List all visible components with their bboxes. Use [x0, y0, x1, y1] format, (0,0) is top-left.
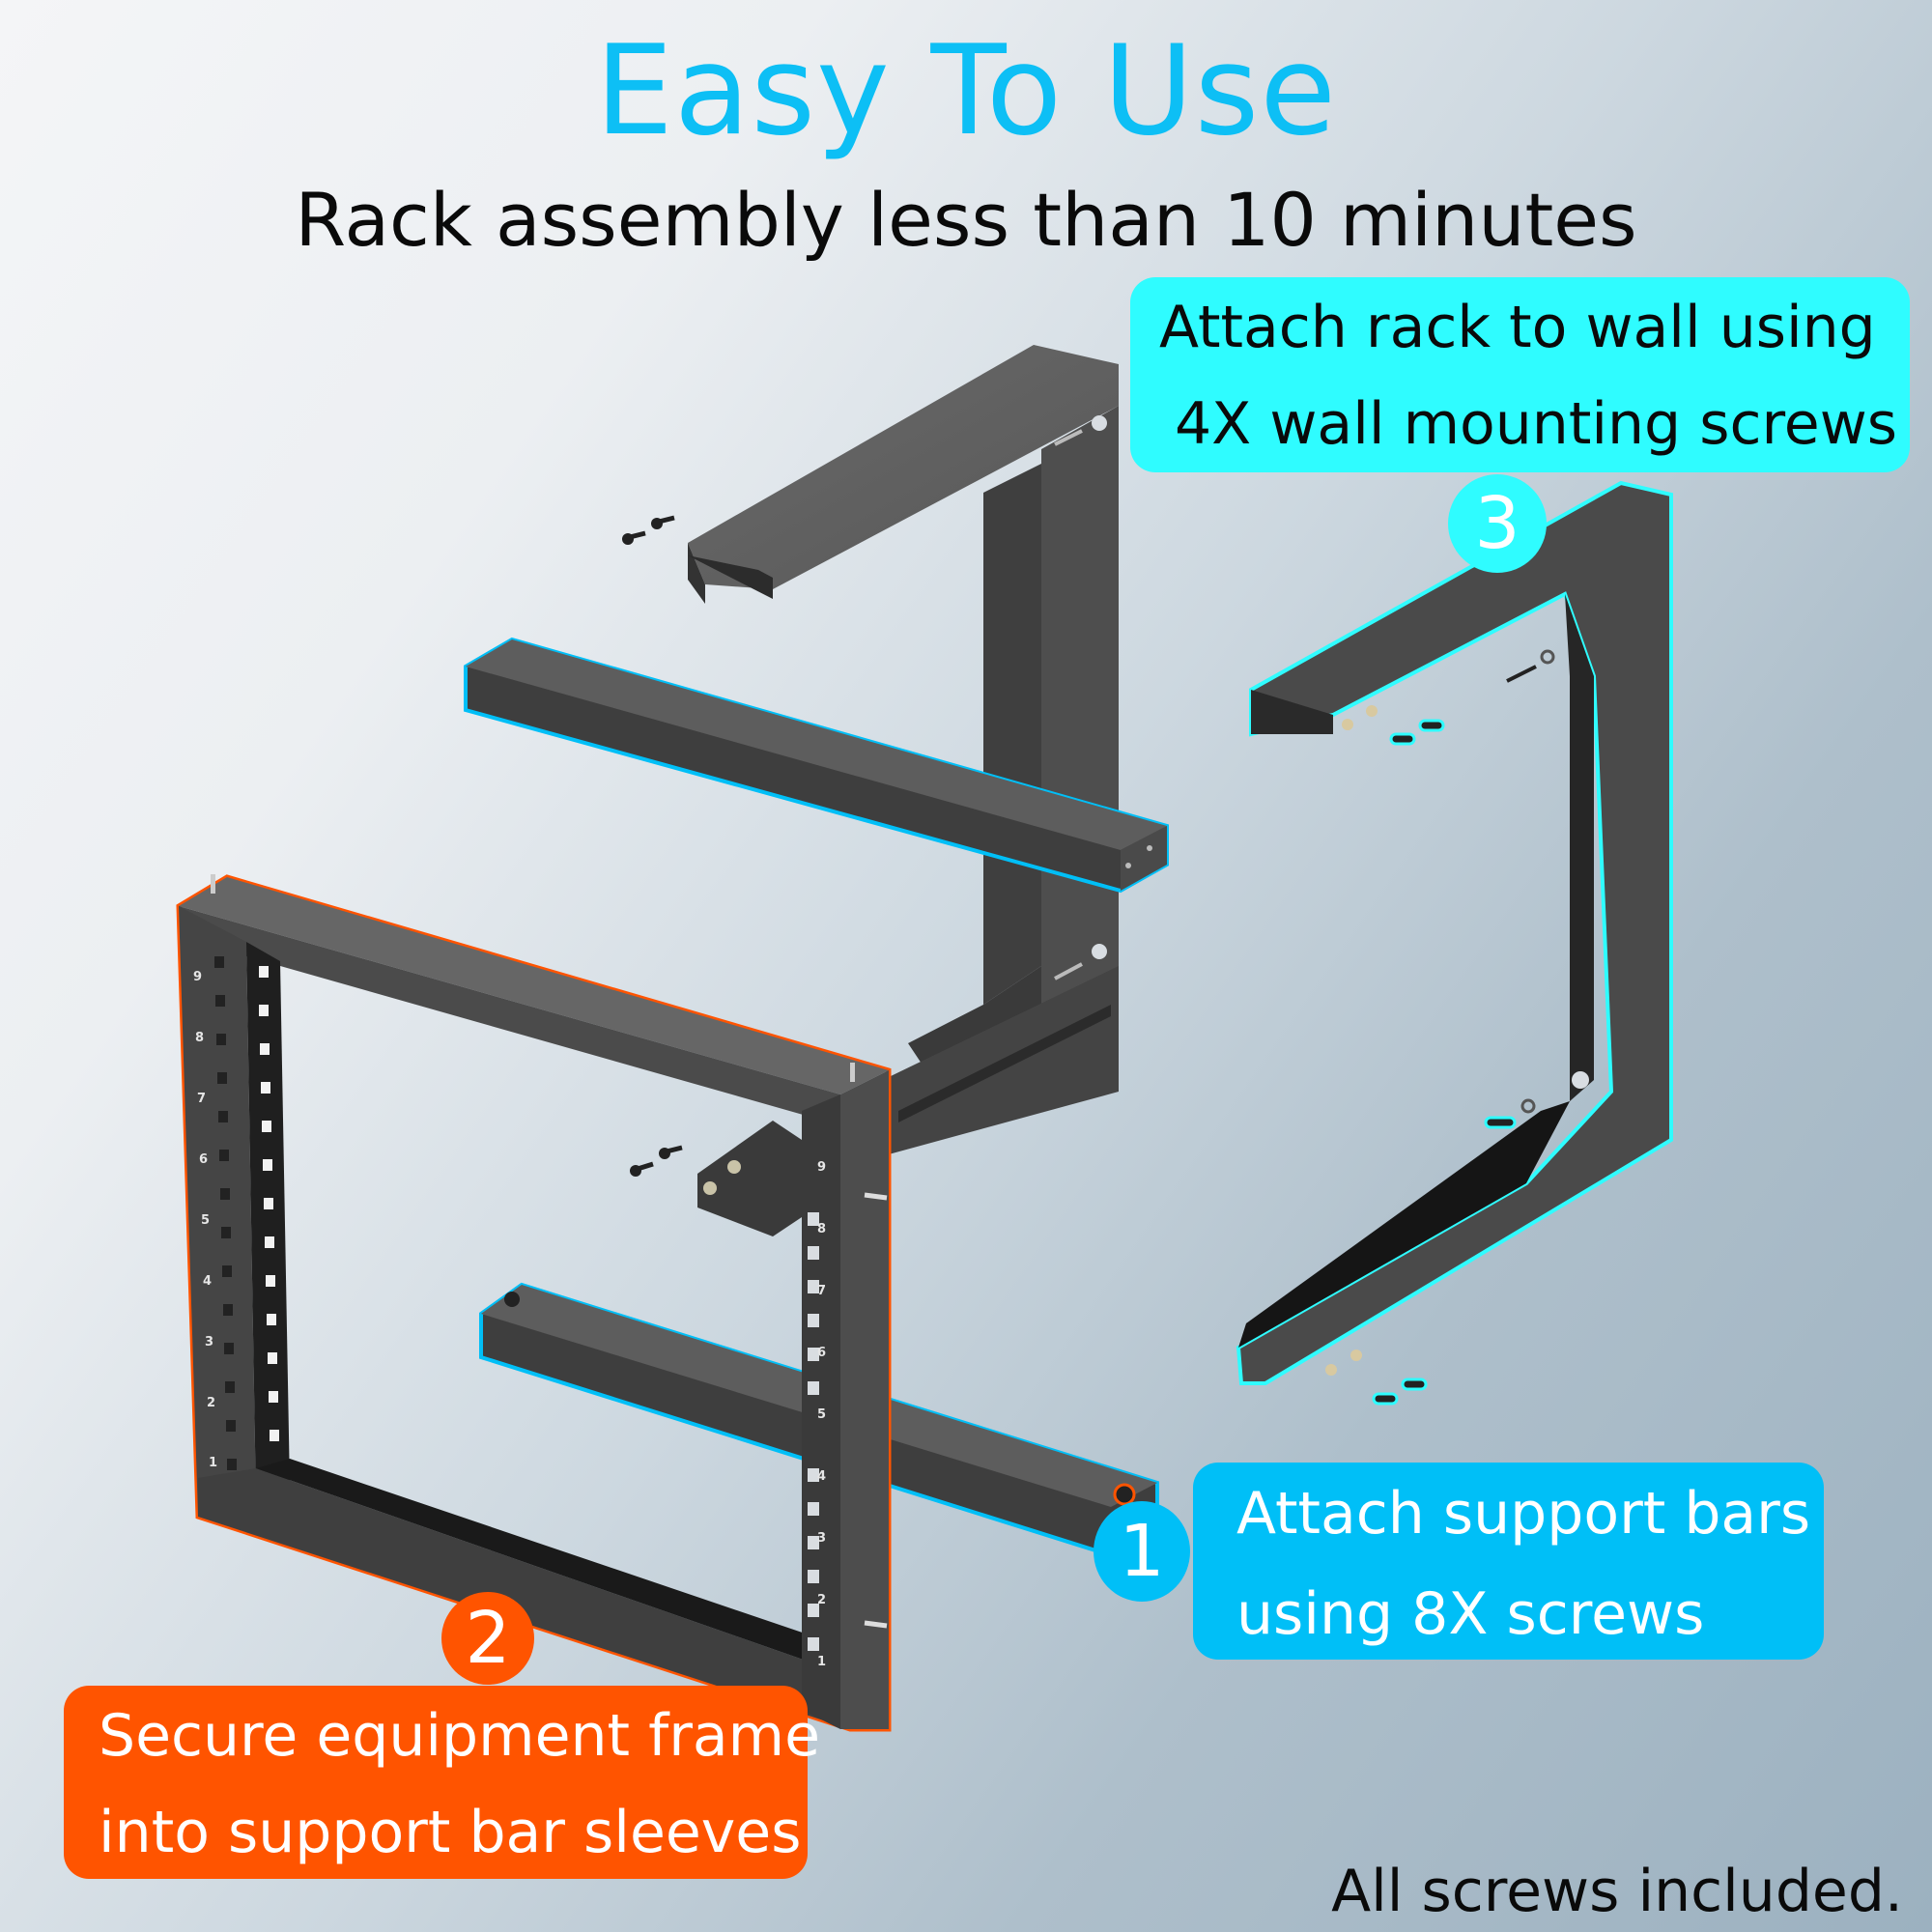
support-sleeve-bracket: [630, 1121, 802, 1236]
step-1-line-1: Attach support bars: [1236, 1480, 1811, 1548]
svg-text:2: 2: [207, 1396, 215, 1410]
svg-text:7: 7: [817, 1284, 826, 1298]
step-3-line-1: Attach rack to wall using: [1159, 294, 1876, 361]
svg-text:4: 4: [203, 1274, 212, 1289]
svg-text:8: 8: [195, 1031, 204, 1045]
step-3-callout: Attach rack to wall using 4X wall mounti…: [1130, 277, 1910, 472]
step-1-callout: Attach support bars using 8X screws: [1193, 1463, 1824, 1660]
svg-text:1: 1: [209, 1456, 217, 1470]
step-2-line-2: into support bar sleeves: [99, 1799, 802, 1866]
svg-text:8: 8: [817, 1222, 826, 1236]
step-1-line-2: using 8X screws: [1236, 1580, 1705, 1648]
svg-text:3: 3: [817, 1531, 826, 1546]
svg-text:4: 4: [817, 1469, 826, 1484]
svg-text:7: 7: [197, 1092, 206, 1106]
side-wall-bracket: [1236, 480, 1673, 1406]
svg-text:5: 5: [201, 1213, 210, 1228]
svg-text:9: 9: [817, 1160, 826, 1175]
step-3-badge: 3: [1448, 474, 1547, 573]
svg-text:6: 6: [817, 1346, 826, 1360]
footnote-screws-included: All screws included.: [1331, 1858, 1903, 1925]
step-2-callout: Secure equipment frame into support bar …: [64, 1686, 821, 1879]
svg-text:2: 2: [817, 1593, 826, 1607]
svg-text:5: 5: [817, 1407, 826, 1422]
screws-top: [622, 515, 675, 545]
svg-text:3: 3: [205, 1335, 213, 1350]
step-2-line-1: Secure equipment frame: [99, 1702, 821, 1770]
step-2-badge: 2: [441, 1592, 534, 1685]
svg-text:1: 1: [817, 1655, 826, 1669]
step-3-line-2: 4X wall mounting screws: [1175, 390, 1898, 458]
step-1-badge: 1: [1094, 1501, 1190, 1602]
page-subtitle: Rack assembly less than 10 minutes: [295, 177, 1637, 263]
front-equipment-frame: 9 8 7 6 5 4 3 2 1 9 8 7 6 5 4 3 2 1: [176, 874, 892, 1732]
page-title: Easy To Use: [595, 19, 1337, 163]
support-bar-top: [464, 637, 1169, 894]
svg-text:6: 6: [199, 1152, 208, 1167]
back-wall-bracket: [688, 345, 1119, 1154]
svg-text:9: 9: [193, 970, 202, 984]
